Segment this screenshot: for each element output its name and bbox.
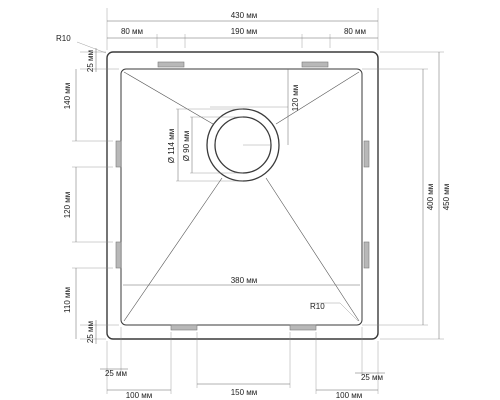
label-left-bottom-25: 25 мм — [86, 321, 95, 343]
sink-outer-outline — [106, 51, 379, 340]
bottom-dimensions — [100, 327, 385, 394]
label-corner-inner: R10 — [310, 302, 325, 311]
label-bottom-right-25: 25 мм — [361, 373, 383, 382]
label-bottom-100-right: 100 мм — [336, 391, 363, 400]
label-height-400: 400 мм — [426, 184, 435, 211]
label-drain-120: 120 мм — [291, 85, 300, 112]
right-dimensions — [362, 51, 444, 340]
label-bottom-150: 150 мм — [231, 388, 258, 397]
label-corner-outer: R10 — [56, 34, 71, 43]
label-left-140: 140 мм — [63, 83, 72, 110]
slot-right-lower — [363, 241, 370, 269]
label-left-120: 120 мм — [63, 192, 72, 219]
label-drain-d90: Ø 90 мм — [182, 131, 191, 162]
drain-dimensions — [176, 69, 289, 182]
left-dimensions — [72, 48, 119, 344]
slot-top-left — [157, 61, 185, 68]
slot-top-right — [301, 61, 329, 68]
slot-bottom-right — [289, 324, 317, 331]
slot-left-lower — [115, 241, 122, 269]
mounting-slots — [115, 61, 370, 331]
sink-inner-outline — [120, 68, 363, 326]
label-bottom-100-left: 100 мм — [126, 391, 153, 400]
label-width-total: 430 мм — [231, 11, 258, 20]
label-width-left: 80 мм — [121, 27, 143, 36]
label-left-top-25: 25 мм — [86, 50, 95, 72]
label-left-110: 110 мм — [63, 287, 72, 313]
label-height-450: 450 мм — [442, 184, 451, 211]
label-bottom-left-25: 25 мм — [105, 369, 127, 378]
label-drain-d114: Ø 114 мм — [167, 129, 176, 163]
bowl-slope-lines — [123, 71, 360, 322]
label-width-right: 80 мм — [344, 27, 366, 36]
slot-left-upper — [115, 140, 122, 168]
slot-right-upper — [363, 140, 370, 168]
label-inner-width: 380 мм — [231, 276, 258, 285]
label-width-middle: 190 мм — [231, 27, 258, 36]
slot-bottom-left — [170, 324, 198, 331]
top-dimensions — [106, 8, 379, 50]
